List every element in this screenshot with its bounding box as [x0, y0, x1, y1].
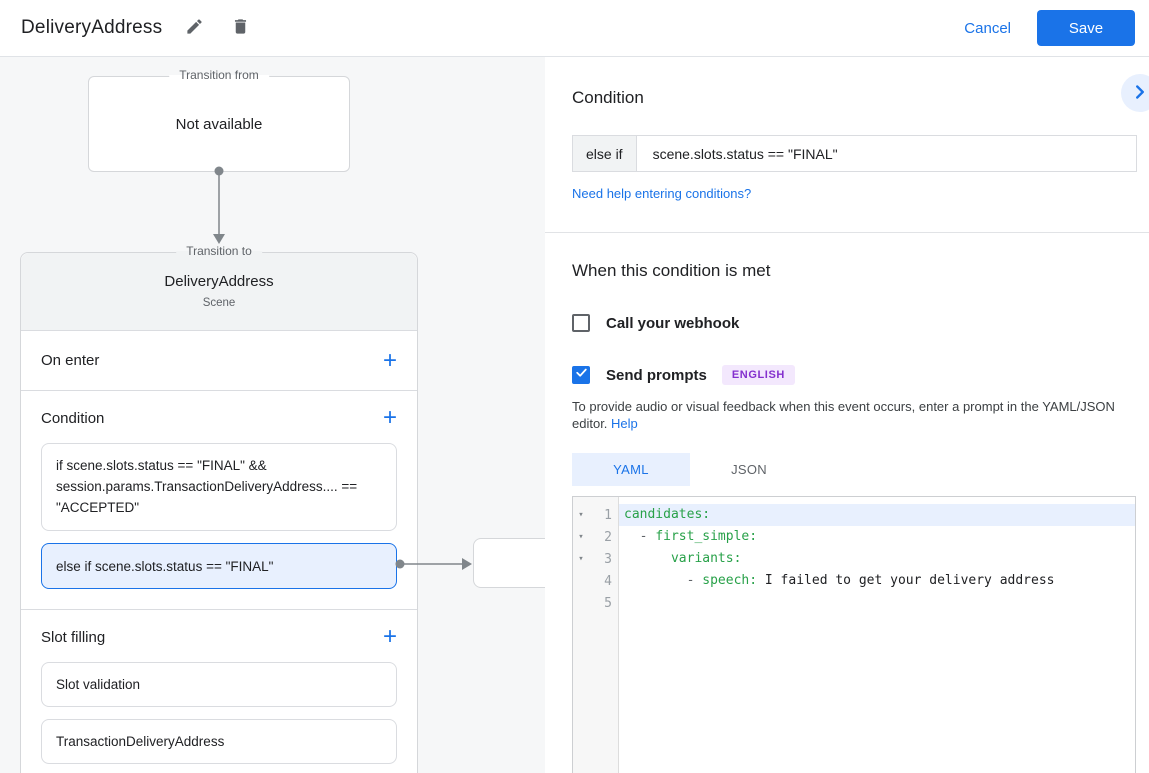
section-divider [545, 232, 1149, 233]
fold-icon[interactable]: ▾ [578, 554, 584, 564]
slot-validation-item[interactable]: Slot validation [41, 662, 397, 707]
code-line: - first_simple: [619, 526, 1135, 548]
slot-filling-label: Slot filling [41, 628, 106, 646]
condition-prefix-label: else if [573, 136, 637, 171]
scene-card: Transition to DeliveryAddress Scene On e… [20, 244, 418, 773]
prompt-description-text: To provide audio or visual feedback when… [572, 399, 1115, 431]
prompt-description: To provide audio or visual feedback when… [572, 398, 1134, 432]
add-condition-icon[interactable]: + [382, 404, 397, 431]
fold-icon[interactable]: ▾ [578, 510, 584, 520]
editor-gutter: ▾ 1 ▾ 2 ▾ 3 4 5 [573, 497, 619, 773]
prompt-help-link[interactable]: Help [611, 416, 638, 431]
condition-section-label: Condition [41, 409, 105, 427]
webhook-label: Call your webhook [606, 314, 740, 332]
code-token: I failed to get your delivery address [757, 573, 1055, 588]
fold-icon[interactable]: ▾ [578, 532, 584, 542]
pencil-icon [185, 17, 204, 39]
call-webhook-row[interactable]: Call your webhook [572, 314, 1149, 332]
detail-title: Condition [572, 88, 644, 107]
on-enter-row: On enter + [21, 331, 417, 391]
tab-yaml[interactable]: YAML [572, 453, 690, 486]
code-token [624, 551, 671, 566]
conditions-help-link[interactable]: Need help entering conditions? [572, 186, 752, 201]
send-prompts-label: Send prompts [606, 366, 707, 384]
condition-expression-input[interactable]: scene.slots.status == "FINAL" [652, 145, 838, 162]
code-token: variants: [670, 551, 742, 566]
editor-code-area[interactable]: candidates: - first_simple: variants: - … [619, 497, 1135, 773]
add-on-enter-icon[interactable]: + [382, 346, 397, 374]
condition-item-else-if[interactable]: else if scene.slots.status == "FINAL" [41, 543, 397, 589]
code-token: candidates: [624, 507, 711, 522]
send-prompts-checkbox[interactable] [572, 366, 590, 384]
yaml-code-editor[interactable]: ▾ 1 ▾ 2 ▾ 3 4 5 candidates: - first_simple:… [572, 496, 1136, 773]
collapse-panel-button[interactable] [1121, 74, 1149, 112]
code-line: candidates: [619, 504, 1135, 526]
condition-met-title: When this condition is met [572, 261, 771, 280]
edit-title-button[interactable] [180, 14, 208, 42]
chevron-right-icon [1129, 81, 1149, 106]
delete-scene-button[interactable] [226, 14, 254, 42]
line-number: 5 [604, 595, 612, 611]
scene-name: DeliveryAddress [164, 273, 274, 290]
slot-transaction-delivery-address-item[interactable]: TransactionDeliveryAddress [41, 719, 397, 764]
on-enter-label: On enter [41, 352, 100, 369]
condition-section: Condition + if scene.slots.status == "FI… [21, 391, 417, 610]
transition-to-legend: Transition to [176, 244, 262, 258]
line-number: 4 [604, 573, 612, 589]
editor-tabs: YAML JSON [572, 453, 1149, 486]
transition-target-node[interactable] [473, 538, 545, 588]
condition-detail-panel: Condition else if scene.slots.status == … [545, 57, 1149, 773]
add-slot-icon[interactable]: + [382, 623, 397, 650]
cancel-button[interactable]: Cancel [964, 19, 1011, 37]
scene-card-header: DeliveryAddress Scene [21, 253, 417, 331]
topbar: DeliveryAddress Cancel Save [0, 0, 1149, 57]
check-icon [575, 366, 588, 384]
scene-type-label: Scene [202, 297, 236, 309]
condition-item-if[interactable]: if scene.slots.status == "FINAL" && sess… [41, 443, 397, 531]
send-prompts-row[interactable]: Send prompts ENGLISH [572, 365, 1149, 385]
code-token: - [624, 573, 703, 588]
code-token: speech: [702, 573, 758, 588]
trash-icon [231, 17, 250, 39]
code-token: first_simple: [655, 529, 758, 544]
code-line [619, 592, 1135, 614]
line-number: 2 [604, 529, 612, 545]
page-title: DeliveryAddress [21, 17, 163, 38]
line-number: 1 [604, 507, 612, 523]
code-token: - [624, 529, 656, 544]
language-badge: ENGLISH [721, 365, 795, 385]
transition-from-text: Not available [175, 115, 263, 133]
webhook-checkbox[interactable] [572, 314, 590, 332]
code-line: - speech: I failed to get your delivery … [619, 570, 1135, 592]
slot-filling-section: Slot filling + Slot validation Transacti… [21, 610, 417, 773]
save-button[interactable]: Save [1037, 10, 1135, 46]
transition-from-node: Transition from Not available [88, 68, 350, 172]
condition-expression-row: else if scene.slots.status == "FINAL" [572, 135, 1137, 172]
transition-from-legend: Transition from [169, 68, 269, 82]
tab-json[interactable]: JSON [731, 462, 767, 477]
line-number: 3 [604, 551, 612, 567]
scene-diagram-canvas: Transition from Not available Transition… [0, 57, 545, 773]
code-line: variants: [619, 548, 1135, 570]
